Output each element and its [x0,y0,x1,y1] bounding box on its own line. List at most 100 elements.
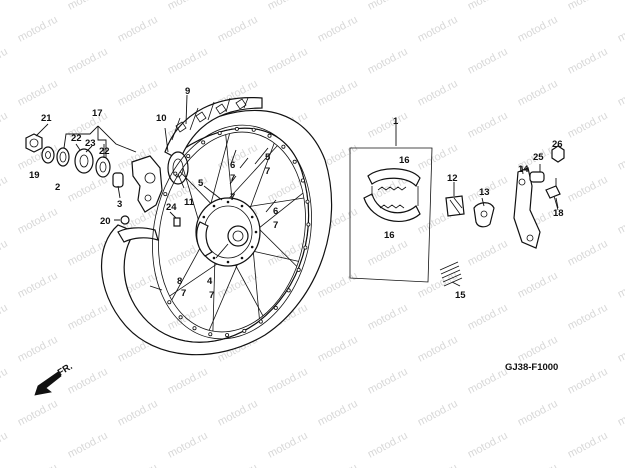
watermark-text: motod.ru [616,142,625,173]
spoke [171,241,204,301]
rim-hole [234,126,239,131]
watermark-text: motod.ru [66,0,110,13]
watermark-text: motod.ru [466,430,510,461]
callout-21: 21 [41,113,52,124]
watermark-text: motod.ru [0,110,10,141]
watermark-text: motod.ru [316,398,360,429]
watermark-text: motod.ru [0,46,10,77]
hub-hole [212,256,216,260]
hub-hole [250,245,254,249]
watermark-text: motod.ru [366,238,410,269]
callout-6: 6 [230,160,235,171]
watermark-text: motod.ru [516,334,560,365]
rim-hole [178,315,183,320]
callout-7: 7 [265,166,270,177]
watermark-text: motod.ru [366,302,410,333]
watermark-text: motod.ru [416,14,460,45]
watermark-text: motod.ru [16,334,60,365]
watermark-text: motod.ru [266,174,310,205]
watermark-text: motod.ru [116,78,160,109]
watermark-text: motod.ru [516,462,560,468]
watermark-text: motod.ru [566,302,610,333]
rim-hole [303,245,308,250]
callout-20: 20 [100,216,111,227]
watermark-text: motod.ru [0,302,10,333]
callout-22: 22 [99,146,110,157]
watermark-text: motod.ru [616,14,625,45]
rim-hole [296,267,301,272]
watermark-text: motod.ru [316,334,360,365]
spoke [247,142,275,215]
spoke [212,256,216,332]
watermark-text: motod.ru [466,366,510,397]
callout-5: 5 [265,152,271,163]
watermark-text: motod.ru [166,430,210,461]
watermark-text: motod.ru [66,302,110,333]
callout-18: 18 [553,208,564,219]
callout-1: 1 [393,116,399,127]
watermark-text: motod.ru [366,110,410,141]
watermark-text: motod.ru [466,238,510,269]
rim-hole [286,288,291,293]
watermark-text: motod.ru [116,462,160,468]
watermark-text: motod.ru [566,174,610,205]
callout-25: 25 [533,152,544,163]
watermark-text: motod.ru [216,398,260,429]
rim-hole [273,305,278,310]
watermark-text: motod.ru [316,78,360,109]
callout-6: 6 [273,206,278,217]
watermark-text: motod.ru [516,78,560,109]
rim-hole [167,300,172,305]
watermark-text: motod.ru [516,270,560,301]
watermark-text: motod.ru [16,398,60,429]
hub-hole [250,215,254,219]
hub-hole [226,260,230,264]
callout-13: 13 [479,187,490,198]
watermark-text: motod.ru [66,46,110,77]
hub-hole [226,200,230,204]
spoke [208,256,242,331]
watermark-text: motod.ru [416,78,460,109]
callout-5: 5 [198,178,204,189]
spoke [252,241,260,319]
rim-hole [292,159,297,164]
rim-hole [173,171,178,176]
watermark-text: motod.ru [216,142,260,173]
brake-shoes [349,147,433,283]
watermark-text: motod.ru [0,174,10,205]
watermark-text: motod.ru [566,430,610,461]
watermark-text: motod.ru [466,0,510,13]
hub-hole [240,256,244,260]
callout-9: 9 [185,86,190,97]
rim-hole [305,199,310,204]
callout-19: 19 [29,170,40,181]
watermark-text: motod.ru [266,430,310,461]
hub [195,197,261,267]
watermark-text: motod.ru [166,46,210,77]
watermark-text: motod.ru [116,398,160,429]
rim-hole [242,328,247,333]
watermark-text: motod.ru [16,462,60,468]
callout-24: 24 [166,202,177,213]
callout-7: 7 [230,192,235,203]
watermark-text: motod.ru [316,462,360,468]
rim-hole [192,326,197,331]
tire [101,97,333,356]
watermark-text: motod.ru [0,238,10,269]
rim-hole [267,133,272,138]
watermark-text: motod.ru [566,46,610,77]
callout-7: 7 [273,220,278,231]
hub-hole [202,215,206,219]
spoke [223,145,278,205]
watermark-text: motod.ru [416,142,460,173]
rim-hole [163,192,168,197]
spoke [232,259,264,317]
rim-hole [300,178,305,183]
callout-7: 7 [209,290,214,301]
hub-hole [240,204,244,208]
callout-16: 16 [384,230,395,241]
callout-7: 7 [181,288,186,299]
watermark-text: motod.ru [616,206,625,237]
watermark-text: motod.ru [366,0,410,13]
